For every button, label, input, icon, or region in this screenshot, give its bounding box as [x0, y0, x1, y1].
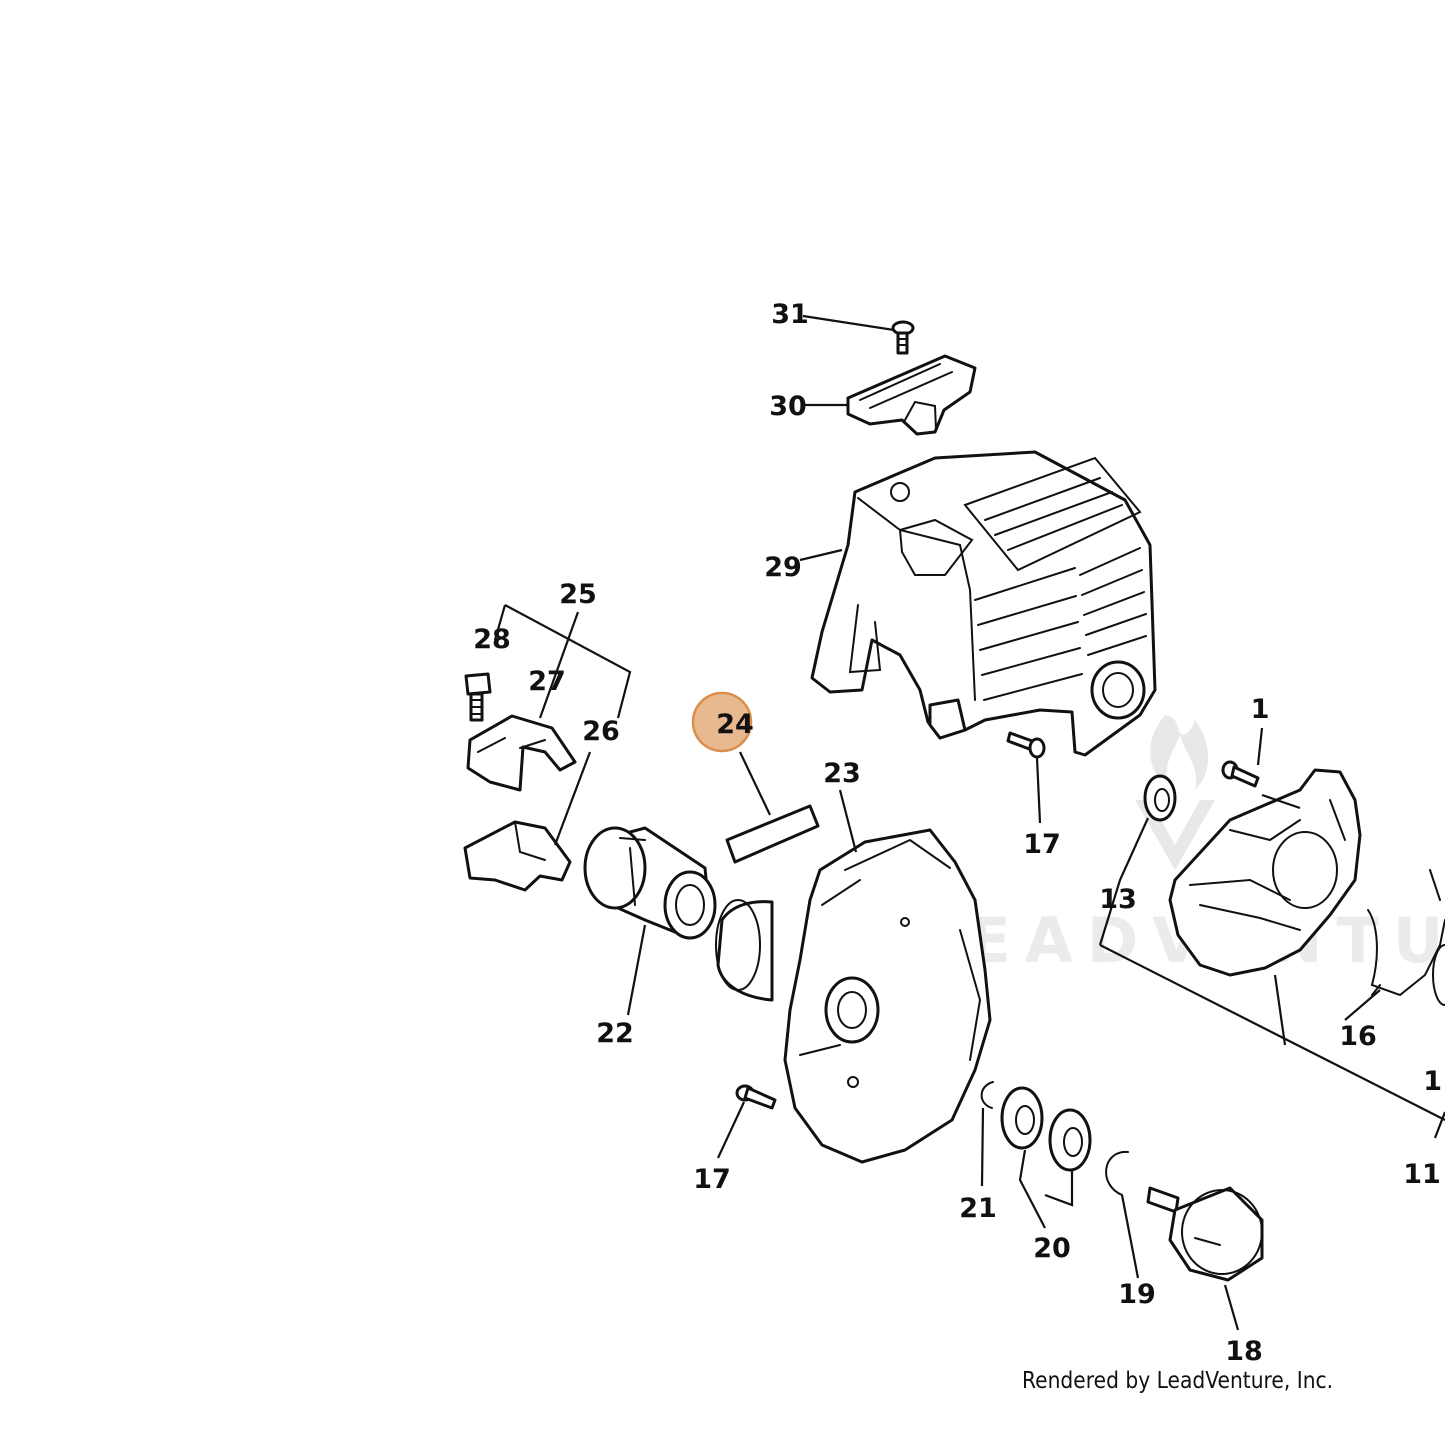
callout-24-highlight: [691, 691, 753, 753]
part-24-label: [725, 804, 820, 864]
callout-23[interactable]: 23: [823, 758, 861, 789]
part-22-sleeve: [583, 826, 717, 940]
part-28-bolt: [464, 672, 492, 722]
callout-17-lower[interactable]: 17: [693, 1164, 731, 1195]
part-18-clutch-drum: [1146, 1186, 1264, 1282]
part-1-bolt: [1221, 760, 1260, 788]
callout-18[interactable]: 18: [1225, 1336, 1263, 1367]
part-17-bolt-lower: [735, 1084, 777, 1110]
part-29-engine-cover: [810, 450, 1157, 757]
callout-27[interactable]: 27: [528, 666, 566, 697]
part-19-circlip: [1105, 1150, 1129, 1196]
callout-1[interactable]: 1: [1251, 694, 1270, 725]
callout-28[interactable]: 28: [473, 624, 511, 655]
callout-13[interactable]: 13: [1099, 884, 1137, 915]
callout-26[interactable]: 26: [582, 716, 620, 747]
callout-19[interactable]: 19: [1118, 1279, 1156, 1310]
callout-11[interactable]: 11: [1403, 1159, 1441, 1190]
part-30-handle: [846, 354, 977, 436]
part-16-bracket: [1367, 869, 1445, 1006]
callout-31[interactable]: 31: [771, 299, 809, 330]
part-21-circlip: [980, 1081, 994, 1109]
part-13-seal: [1143, 774, 1177, 822]
part-23-fan-housing: [715, 828, 992, 1164]
part-20-bearings: [1000, 1086, 1092, 1172]
leader-lines: [493, 314, 1445, 1331]
part-crankcase: [1168, 768, 1362, 977]
callout-30[interactable]: 30: [769, 391, 807, 422]
callout-16[interactable]: 16: [1339, 1021, 1377, 1052]
callout-24[interactable]: 24: [716, 709, 754, 740]
callout-21[interactable]: 21: [959, 1193, 997, 1224]
part-17-bolt-upper: [1006, 731, 1046, 759]
part-31-screw: [891, 320, 915, 355]
callout-25[interactable]: 25: [559, 579, 597, 610]
callout-11-partial[interactable]: 11: [1423, 1066, 1445, 1097]
callout-17-upper[interactable]: 17: [1023, 829, 1061, 860]
part-27-clamp: [466, 714, 577, 792]
rendered-by-credit: Rendered by LeadVenture, Inc.: [1022, 1368, 1334, 1394]
callout-29[interactable]: 29: [764, 552, 802, 583]
callout-20[interactable]: 20: [1033, 1233, 1071, 1264]
callout-22[interactable]: 22: [596, 1018, 634, 1049]
part-26-clamp: [463, 820, 572, 892]
